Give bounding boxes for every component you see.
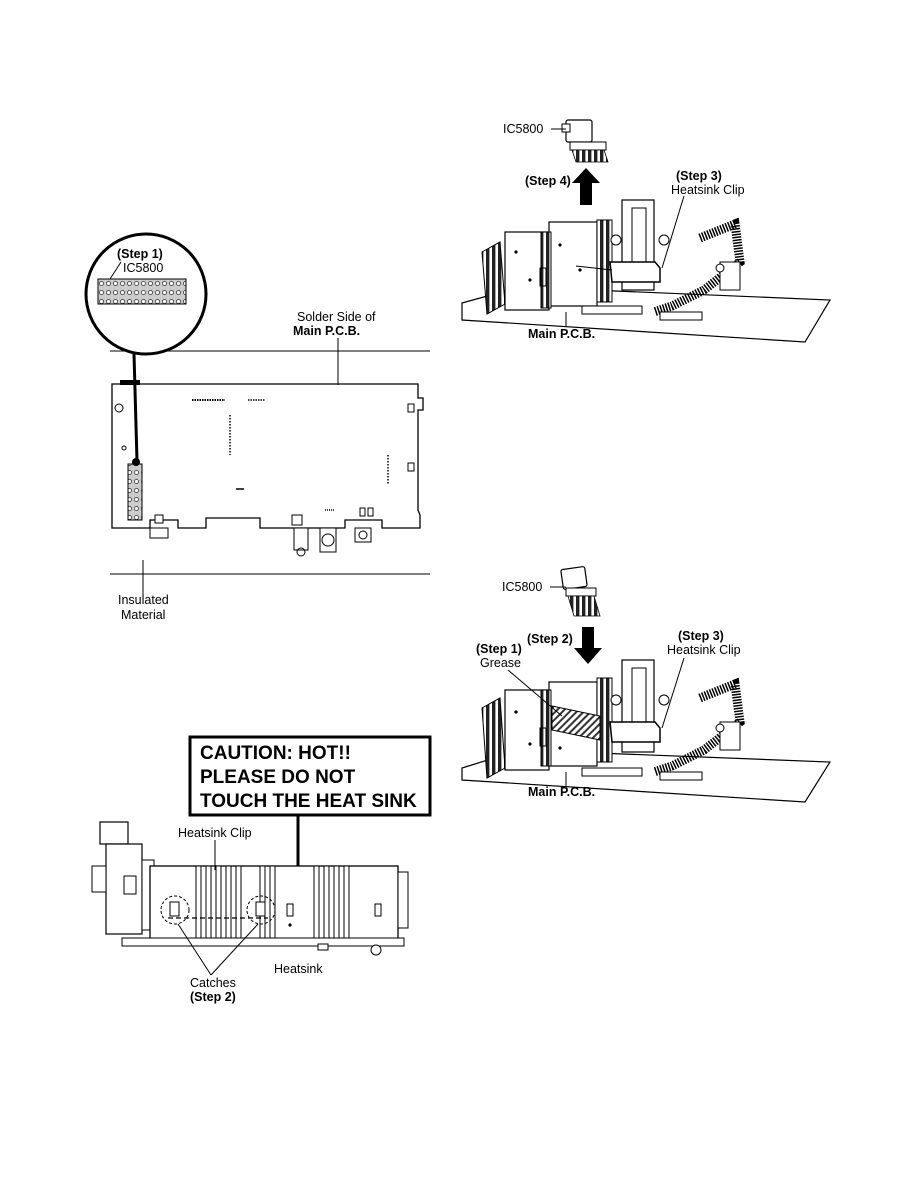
step1-label-install: (Step 1) [476, 642, 522, 656]
step2-label-install: (Step 2) [527, 632, 573, 646]
callout-step-label: (Step 1) [117, 247, 163, 261]
insulated-label: Insulated [118, 593, 169, 607]
callout-ic-label: IC5800 [123, 261, 163, 275]
heatsink-clip-label-side: Heatsink Clip [178, 826, 252, 840]
main-pcb-label-top: Main P.C.B. [528, 327, 595, 341]
figure-ic-install: IC5800 (Step 1) Grease (Step 2) (Step 3)… [461, 566, 832, 803]
main-pcb-label: Main P.C.B. [293, 324, 360, 338]
caution-line2: PLEASE DO NOT [200, 767, 356, 788]
heatsink-clip-label-install: Heatsink Clip [667, 643, 741, 657]
heatsink-clip-label-top: Heatsink Clip [671, 183, 745, 197]
heatsink-clip-install [609, 721, 661, 743]
solder-side-label: Solder Side of [297, 310, 376, 324]
ic5800-part-install [560, 566, 601, 617]
caution-line1: CAUTION: HOT!! [200, 743, 351, 764]
catch-left [160, 895, 190, 925]
ic5800-label-top: IC5800 [503, 122, 543, 136]
heatsink-label: Heatsink [274, 962, 323, 976]
step3-label-top: (Step 3) [676, 169, 722, 183]
catches-label: Catches [190, 976, 236, 990]
step2-label-side: (Step 2) [190, 990, 236, 1004]
figure-solder-side: (Step 1) IC5800 Solder Side of Main P.C.… [84, 232, 430, 622]
step3-label-install: (Step 3) [678, 629, 724, 643]
figure-ic-removal: IC5800 (Step 4) (Step 3) Heatsink Clip M… [461, 119, 832, 343]
ic5800-pcb-footprint [127, 463, 143, 521]
main-pcb-label-install: Main P.C.B. [528, 785, 595, 799]
material-label: Material [121, 608, 165, 622]
grease-area [551, 705, 601, 741]
heatsink-clip [609, 261, 661, 283]
main-pcb-outline [111, 383, 424, 529]
ic5800-zoomed [97, 278, 187, 305]
step4-label: (Step 4) [525, 174, 571, 188]
caution-line3: TOUCH THE HEAT SINK [200, 791, 417, 812]
ic5800-label-install: IC5800 [502, 580, 542, 594]
arrow-down-icon [574, 627, 602, 664]
ic5800-part [561, 119, 609, 163]
grease-label: Grease [480, 656, 521, 670]
arrow-up-icon [572, 168, 600, 205]
figure-heatsink-side: CAUTION: HOT!! PLEASE DO NOT TOUCH THE H… [91, 735, 432, 1004]
catch-right [246, 895, 276, 925]
caution-box [188, 735, 432, 817]
